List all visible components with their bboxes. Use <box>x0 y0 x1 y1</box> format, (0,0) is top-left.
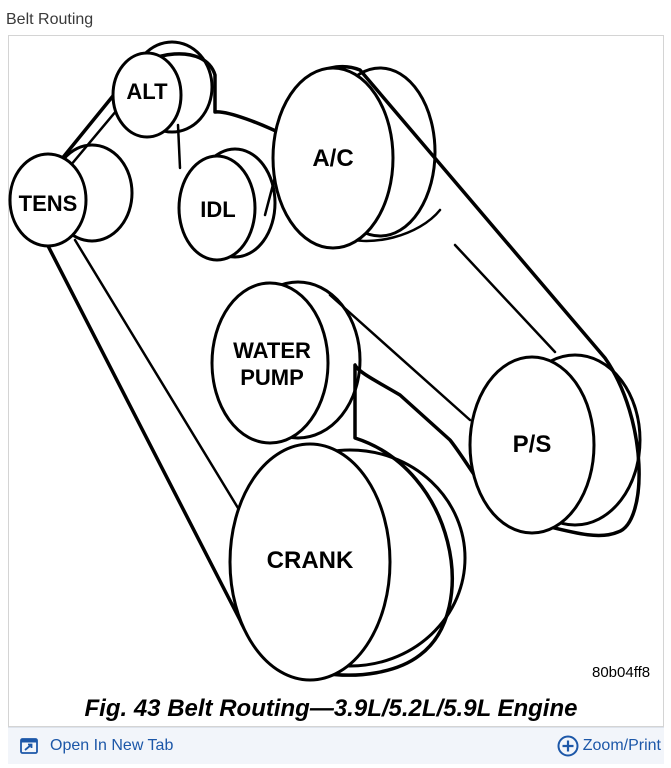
alt-pulley <box>111 51 183 139</box>
crank-label: CRANK <box>267 547 354 574</box>
open-in-new-tab-link[interactable]: Open In New Tab <box>20 728 173 764</box>
water-pump-label-line2: PUMP <box>240 365 304 390</box>
zoom-print-label: Zoom/Print <box>582 737 661 754</box>
footer-bar: Open In New Tab Zoom/Print <box>8 727 664 764</box>
open-in-new-tab-label: Open In New Tab <box>50 737 174 754</box>
ps-pulley <box>468 355 596 535</box>
ac-pulley <box>271 66 395 250</box>
ps-label: P/S <box>513 431 552 458</box>
ac-label: A/C <box>312 145 353 172</box>
figure-code: 80b04ff8 <box>592 664 650 681</box>
water-pump-label-line1: WATER <box>233 338 311 363</box>
tens-pulley <box>8 152 88 248</box>
water-pump-pulley <box>210 281 330 445</box>
page-title: Belt Routing <box>6 11 94 28</box>
tens-label: TENS <box>19 191 78 216</box>
zoom-print-link[interactable]: Zoom/Print <box>557 728 661 764</box>
idl-pulley <box>177 154 257 262</box>
belt-inner <box>48 90 557 510</box>
open-in-new-tab-icon <box>20 738 38 754</box>
crank-pulley <box>228 442 392 682</box>
plus-circle-icon <box>557 735 579 757</box>
idl-label: IDL <box>200 197 235 222</box>
alt-label: ALT <box>126 79 168 104</box>
figure-caption: Fig. 43 Belt Routing—3.9L/5.2L/5.9L Engi… <box>85 695 578 722</box>
